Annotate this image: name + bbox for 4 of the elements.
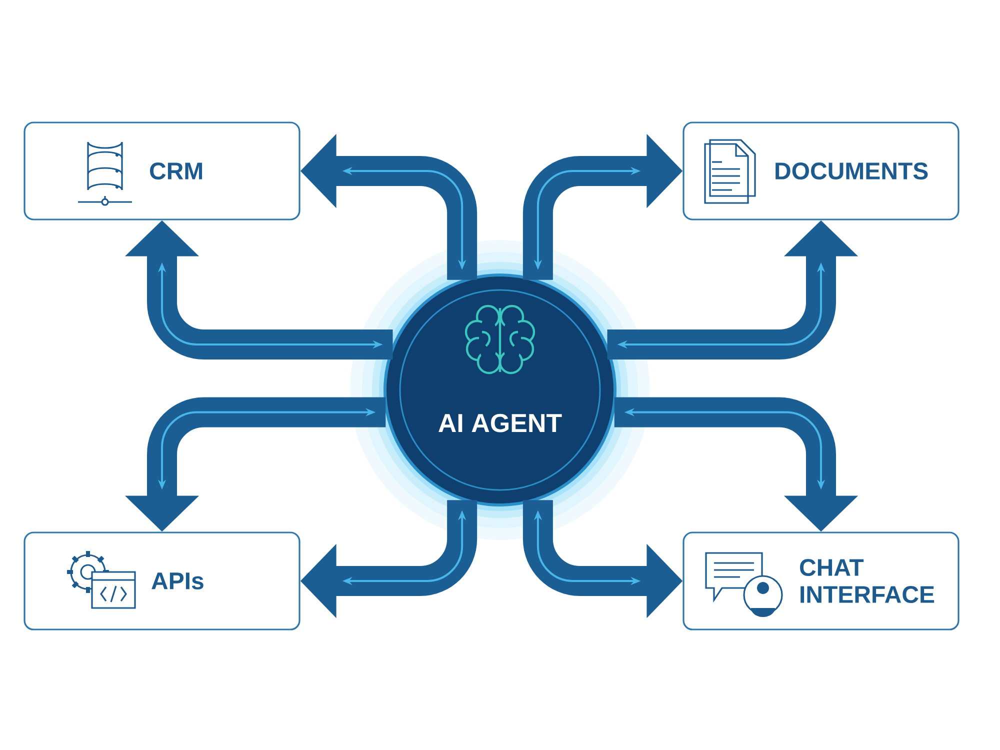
system-box: DOCUMENTS — [682, 122, 960, 220]
system-box: CHAT INTERFACE — [682, 532, 960, 630]
system-box: CRM — [24, 122, 300, 220]
system-box: APIs — [24, 532, 300, 630]
